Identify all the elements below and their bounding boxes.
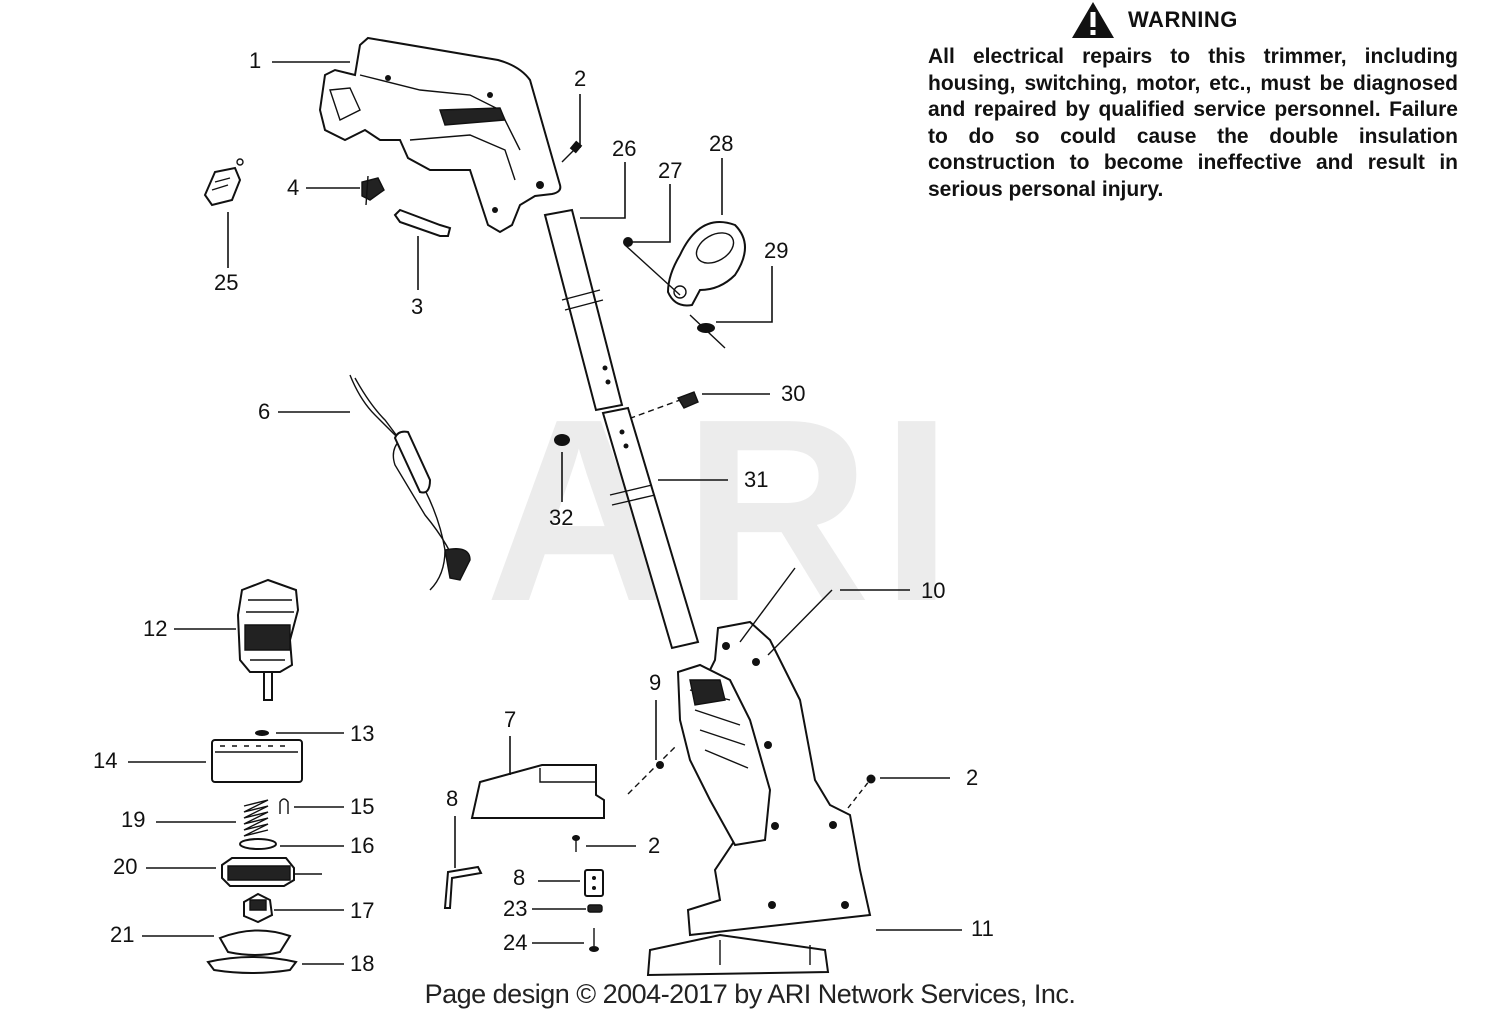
part-lower-housing xyxy=(646,620,872,977)
callout-7: 7 xyxy=(504,707,516,732)
part-bolt-27 xyxy=(623,237,681,296)
warning-triangle-icon xyxy=(1072,2,1114,38)
part-spring-19 xyxy=(243,799,269,837)
callout-27: 27 xyxy=(658,158,682,183)
callout-12: 12 xyxy=(143,616,167,641)
warning-text: All electrical repairs to this trimmer, … xyxy=(928,45,1458,201)
part-power-cord-6 xyxy=(349,374,471,591)
callout-13: 13 xyxy=(350,721,374,746)
callout-2c: 2 xyxy=(648,833,660,858)
warning-header: WARNING xyxy=(928,0,1458,40)
part-hanger-28 xyxy=(666,220,746,307)
callout-29: 29 xyxy=(764,238,788,263)
part-washer-16 xyxy=(239,838,277,850)
callout-6: 6 xyxy=(258,399,270,424)
part-knob-17 xyxy=(243,892,274,924)
callout-9: 9 xyxy=(649,670,661,695)
callout-24: 24 xyxy=(503,930,527,955)
part-cap-21 xyxy=(218,929,292,956)
part-switch-25 xyxy=(203,158,244,207)
part-spool-20 xyxy=(221,857,322,887)
part-screw-2c xyxy=(572,835,580,852)
callout-26: 26 xyxy=(612,136,636,161)
callout-10: 10 xyxy=(921,578,945,603)
warning-title: WARNING xyxy=(1128,7,1238,32)
part-bracket-8b xyxy=(584,869,604,897)
callout-28: 28 xyxy=(709,131,733,156)
callout-19: 19 xyxy=(121,807,145,832)
callout-4: 4 xyxy=(287,175,299,200)
part-screw-2a xyxy=(561,140,583,163)
callout-18: 18 xyxy=(350,951,374,976)
part-bolt-30 xyxy=(619,391,699,423)
part-connector-4 xyxy=(361,175,385,206)
part-clip-15 xyxy=(279,798,289,814)
copyright-footer: Page design © 2004-2017 by ARI Network S… xyxy=(424,979,1076,1009)
watermark: ARI xyxy=(485,366,963,656)
part-nut-32 xyxy=(554,434,570,446)
callout-14: 14 xyxy=(93,748,117,773)
callout-21: 21 xyxy=(110,922,134,947)
callout-23: 23 xyxy=(503,896,527,921)
part-wrench-8a xyxy=(443,865,483,909)
part-insert-23 xyxy=(587,904,603,913)
callout-3: 3 xyxy=(411,294,423,319)
callout-8b: 8 xyxy=(513,865,525,890)
part-housing-14 xyxy=(211,739,303,783)
part-upper-shaft-26 xyxy=(543,208,624,412)
part-washer-13 xyxy=(255,730,269,736)
callout-16: 16 xyxy=(350,833,374,858)
callout-numbers: 1 2 26 28 27 4 29 25 3 30 6 31 32 10 12 … xyxy=(93,48,994,976)
callout-31: 31 xyxy=(744,467,768,492)
part-motor-12 xyxy=(236,578,300,701)
callout-2: 2 xyxy=(574,66,586,91)
part-upper-handle-housing xyxy=(318,36,562,234)
callout-1: 1 xyxy=(249,48,261,73)
part-screw-2b xyxy=(847,774,876,809)
callout-25: 25 xyxy=(214,270,238,295)
callout-8a: 8 xyxy=(446,786,458,811)
part-lower-shaft-31 xyxy=(601,406,700,650)
callout-20: 20 xyxy=(113,854,137,879)
part-nut-29 xyxy=(689,314,726,349)
callout-17: 17 xyxy=(350,898,374,923)
callout-30: 30 xyxy=(781,381,805,406)
part-screw-9 xyxy=(627,745,677,795)
part-screws-10 xyxy=(739,567,833,656)
callout-32: 32 xyxy=(549,505,573,530)
part-screw-24 xyxy=(589,928,599,952)
warning-box: WARNING All electrical repairs to this t… xyxy=(928,0,1458,203)
part-guard-7 xyxy=(470,764,605,819)
callout-11: 11 xyxy=(971,916,994,941)
part-cover-18 xyxy=(206,956,298,974)
part-trigger-link-3 xyxy=(393,208,452,237)
callout-15: 15 xyxy=(350,794,374,819)
leader-lines xyxy=(128,61,962,965)
callout-2b: 2 xyxy=(966,765,978,790)
